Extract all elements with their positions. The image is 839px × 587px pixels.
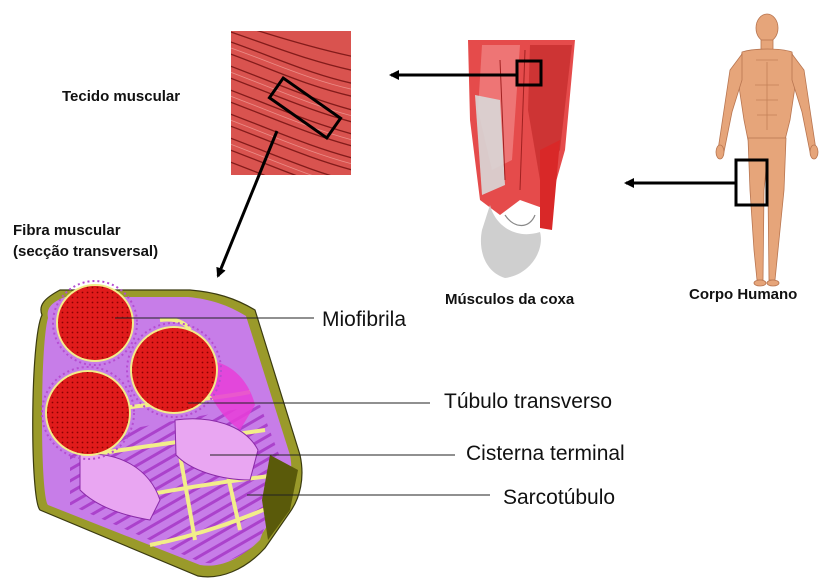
label-musculos-da-coxa: Músculos da coxa xyxy=(445,291,575,308)
arrows xyxy=(216,70,736,278)
label-corpo-humano: Corpo Humano xyxy=(689,286,797,303)
thigh-muscles-image xyxy=(460,38,578,282)
myofibril-disc xyxy=(45,370,131,456)
leader-lines xyxy=(115,317,490,496)
label-cisterna-terminal: Cisterna terminal xyxy=(466,442,625,465)
myofibril-disc xyxy=(130,326,218,414)
muscle-fiber-cross-section xyxy=(32,280,303,578)
thigh-zoom-box xyxy=(515,59,543,87)
label-tecido-muscular: Tecido muscular xyxy=(62,88,180,105)
label-tubulo-transverso: Túbulo transverso xyxy=(444,390,612,413)
arrow-tissue-to-fiber xyxy=(216,130,279,278)
label-fibra-muscular: Fibra muscular xyxy=(13,222,121,239)
label-sarcotubulo: Sarcotúbulo xyxy=(503,486,615,509)
muscle-tissue-image xyxy=(231,31,351,175)
label-miofibrila: Miofibrila xyxy=(322,308,406,331)
human-body-figure xyxy=(715,13,819,287)
tissue-zoom-box xyxy=(267,76,343,140)
myofibril-disc xyxy=(56,284,134,362)
label-seccao-transversal: (secção transversal) xyxy=(13,243,158,260)
